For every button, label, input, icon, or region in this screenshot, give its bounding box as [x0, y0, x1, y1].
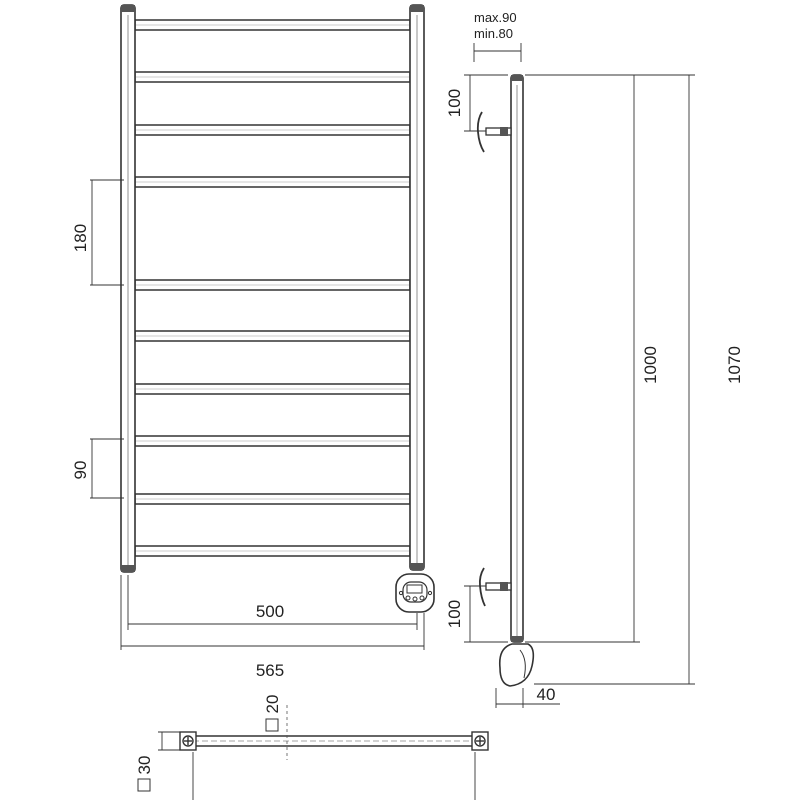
mount-max-label: max.90: [474, 10, 517, 25]
display-icon: [406, 584, 423, 594]
mount-range-dimension: [473, 43, 522, 62]
right-post-cap-bottom: [410, 563, 424, 570]
pitch-lower-label: 90: [71, 461, 90, 480]
button-icon: [398, 590, 404, 596]
depth-bottom-dimension: [495, 688, 560, 708]
bottom-wall-bracket: [478, 567, 512, 607]
square-section-icon: [265, 718, 279, 732]
right-end-post: [471, 731, 489, 751]
overall-width-label: 565: [256, 661, 284, 680]
button-icon: [412, 596, 418, 602]
center-width-label: 500: [256, 602, 284, 621]
height-overall-label: 1070: [725, 346, 744, 384]
button-icon: [405, 595, 411, 601]
top-wall-bracket: [476, 111, 512, 153]
side-post-cap-bottom: [511, 636, 523, 642]
left-end-post: [179, 731, 197, 751]
bottom-bracket-label: 100: [445, 600, 464, 628]
rail-section-label: 20: [263, 695, 282, 714]
left-post-cap-bottom: [121, 565, 135, 572]
left-post-cap-top: [121, 5, 135, 12]
pitch-upper-label: 180: [71, 224, 90, 252]
rungs: [134, 19, 411, 557]
pitch-upper-dimension: [90, 179, 124, 286]
post-section-label: 30: [135, 756, 154, 775]
mount-min-label: min.80: [474, 26, 513, 41]
heater-unit-detail: [519, 649, 526, 679]
side-heater-unit: [498, 643, 535, 687]
square-section-icon: [137, 778, 151, 792]
depth-bottom-label: 40: [537, 685, 556, 704]
bottom-bracket-dimension: [464, 585, 508, 643]
front-view: [90, 4, 435, 650]
heater-control-unit: [395, 573, 435, 613]
right-post-cap-top: [410, 5, 424, 12]
center-width-dimension: [127, 575, 418, 630]
overall-width-dimension: [120, 575, 425, 650]
height-center-label: 1000: [641, 346, 660, 384]
top-bracket-label: 100: [445, 89, 464, 117]
side-post-cap-top: [511, 75, 523, 81]
top-view: [137, 705, 489, 800]
button-icon: [419, 595, 425, 601]
pitch-lower-dimension: [90, 438, 124, 499]
height-center-dimension: [525, 74, 640, 643]
side-view: [464, 43, 695, 708]
top-bracket-dimension: [464, 74, 508, 132]
height-overall-dimension: [525, 74, 695, 685]
button-icon: [427, 590, 433, 596]
post-section-dimension: [158, 731, 476, 800]
